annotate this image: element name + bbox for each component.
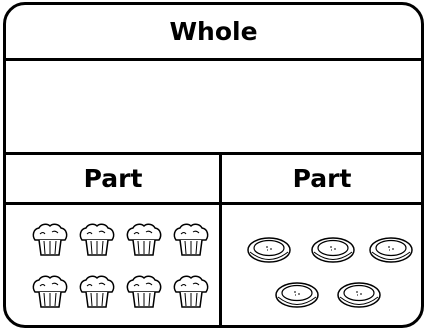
muffin-icon [124,274,164,310]
part-right-box [222,205,424,328]
pie-icon [368,235,414,265]
pie-icon [336,280,382,310]
pie-icon [246,235,292,265]
whole-label: Whole [6,5,421,61]
whole-box [6,61,421,155]
part-left-box [6,205,219,328]
part-part-whole-diagram: Whole Part Part [3,2,424,328]
part-right-label: Part [220,155,424,205]
muffin-icon [171,222,211,258]
muffin-icon [77,222,117,258]
part-left-label: Part [6,155,220,205]
muffin-icon [77,274,117,310]
pie-icon [310,235,356,265]
muffin-icon [124,222,164,258]
muffin-icon [171,274,211,310]
muffin-icon [30,222,70,258]
muffin-icon [30,274,70,310]
pie-icon [274,280,320,310]
